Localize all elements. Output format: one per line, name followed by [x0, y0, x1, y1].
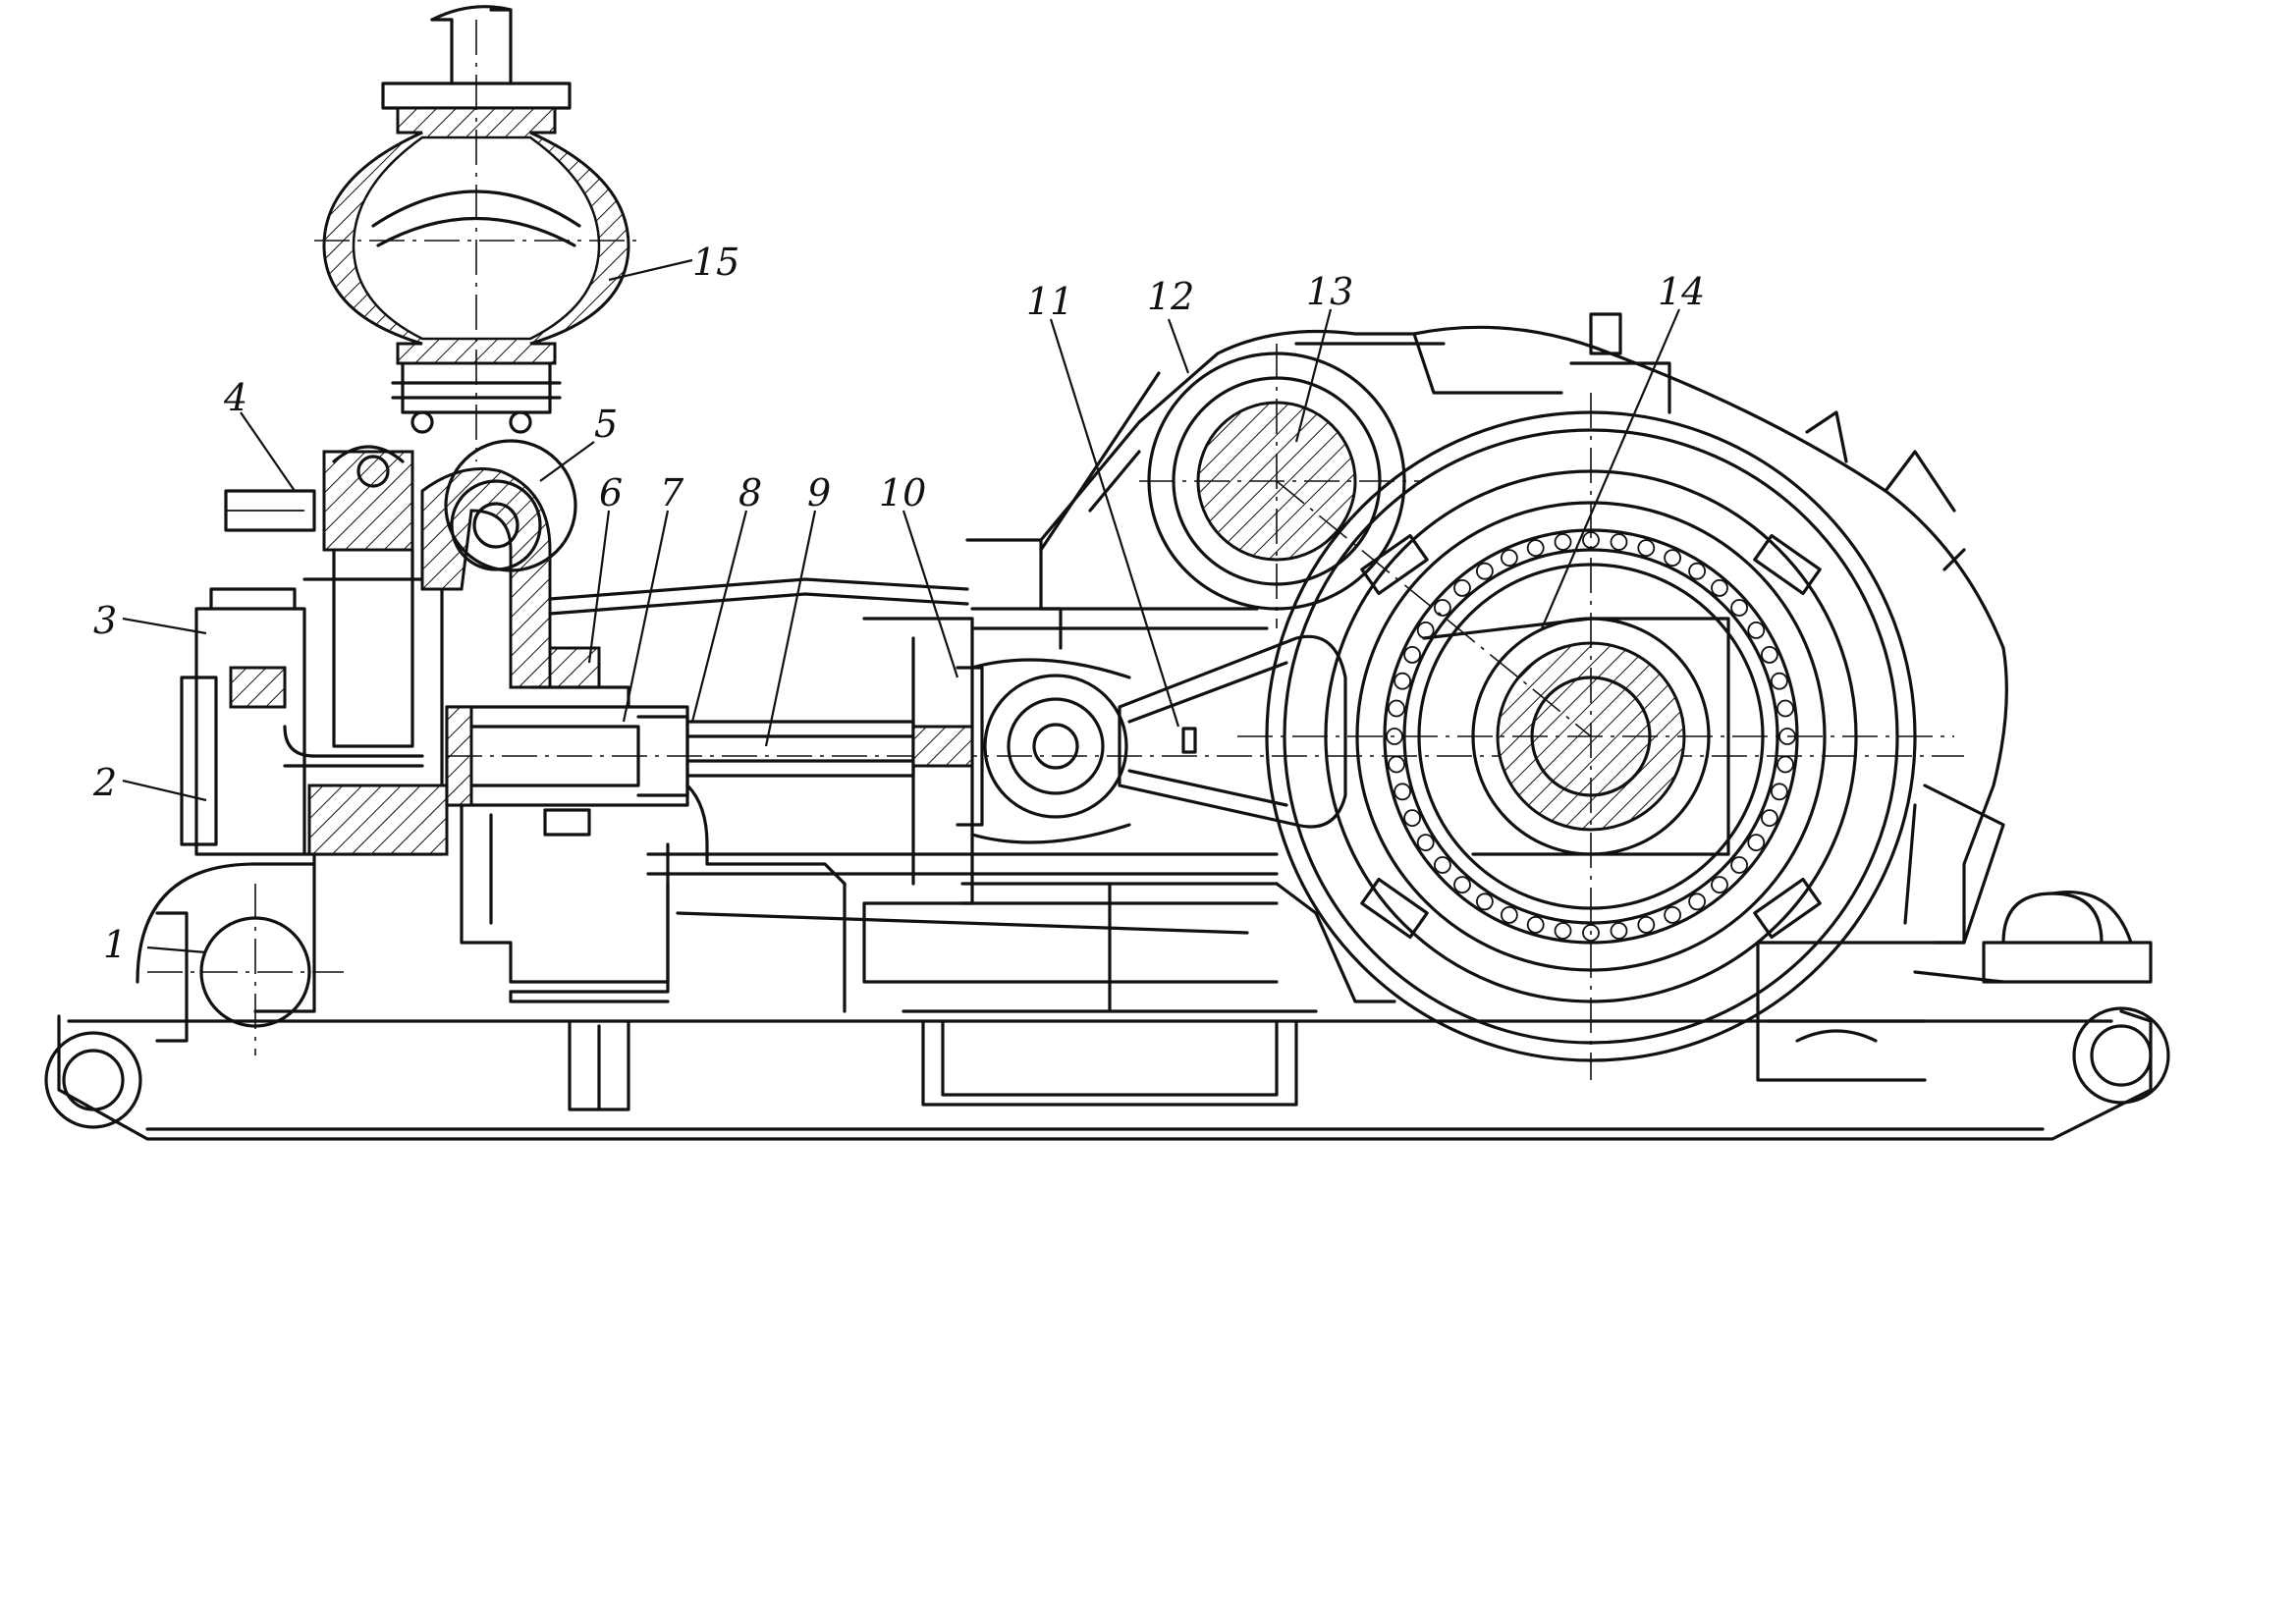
bearing-roller	[1453, 579, 1471, 597]
bearing-roller	[1610, 922, 1628, 940]
bearing-roller	[1637, 916, 1656, 934]
bearing-roller	[1388, 755, 1405, 774]
bearing-roller	[1777, 699, 1794, 718]
bearing-roller	[1747, 622, 1766, 639]
bearing-roller	[1394, 672, 1411, 690]
bearing-roller	[1761, 809, 1778, 827]
bearing-roller	[1416, 622, 1435, 639]
callout-15: 15	[692, 241, 739, 284]
bearing-roller	[1761, 646, 1778, 664]
bearing-roller	[1771, 783, 1788, 801]
main-gear	[1237, 393, 1954, 1080]
bearing-roller	[1554, 922, 1572, 940]
connecting-rod	[1118, 634, 1347, 829]
bearing-roller	[1394, 783, 1411, 801]
callout-4: 4	[223, 376, 247, 419]
bearing-roller	[1526, 916, 1545, 934]
bearing-roller	[1664, 906, 1681, 924]
bearing-roller	[1416, 834, 1435, 851]
bearing-roller	[1403, 809, 1421, 827]
leader-lines	[122, 258, 1681, 954]
callout-12: 12	[1147, 275, 1194, 318]
bearing-roller	[1388, 699, 1405, 718]
callout-6: 6	[599, 471, 623, 514]
bearing-roller	[1476, 562, 1494, 580]
callout-13: 13	[1306, 270, 1353, 313]
bearing-roller	[1434, 856, 1451, 874]
callout-1: 1	[103, 923, 127, 966]
callout-9: 9	[807, 471, 831, 514]
callout-labels: 1 2 3 4 5 6 7 8 9 10 11 12 13 14 15	[92, 241, 1705, 966]
bearing-roller	[1403, 646, 1421, 664]
bearing-roller	[1688, 562, 1706, 580]
bearing-roller	[1453, 876, 1471, 893]
base-frame	[44, 1006, 2170, 1141]
bearing-roller	[1476, 893, 1494, 911]
callout-11: 11	[1026, 280, 1073, 323]
bearing-rollers	[1386, 531, 1796, 942]
bearing-roller	[1730, 856, 1748, 874]
frame-housing	[509, 312, 2008, 1082]
auxiliary-drive	[1913, 891, 2153, 984]
bearing-roller	[1664, 549, 1681, 567]
crosshead	[862, 607, 1279, 905]
bearing-roller	[1747, 834, 1766, 851]
callout-14: 14	[1658, 270, 1705, 313]
callout-10: 10	[879, 471, 926, 514]
bearing-roller	[1730, 599, 1748, 617]
bearing-roller	[1501, 906, 1518, 924]
callout-3: 3	[93, 599, 117, 642]
bearing-roller	[1711, 579, 1728, 597]
bearing-roller	[1711, 876, 1728, 893]
callout-5: 5	[594, 403, 618, 446]
bearing-roller	[1777, 755, 1794, 774]
callout-8: 8	[738, 471, 762, 514]
callout-7: 7	[660, 471, 684, 514]
air-chamber	[314, 5, 638, 461]
bearing-roller	[1501, 549, 1518, 567]
callout-2: 2	[92, 761, 117, 804]
bearing-roller	[1610, 533, 1628, 551]
bearing-roller	[1434, 599, 1451, 617]
bearing-roller	[1637, 539, 1656, 557]
fluid-end	[136, 439, 577, 1055]
bearing-roller	[1582, 924, 1600, 942]
bearing-roller	[1526, 539, 1545, 557]
bearing-roller	[1771, 672, 1788, 690]
bearing-roller	[1688, 893, 1706, 911]
bearing-roller	[1554, 533, 1572, 551]
